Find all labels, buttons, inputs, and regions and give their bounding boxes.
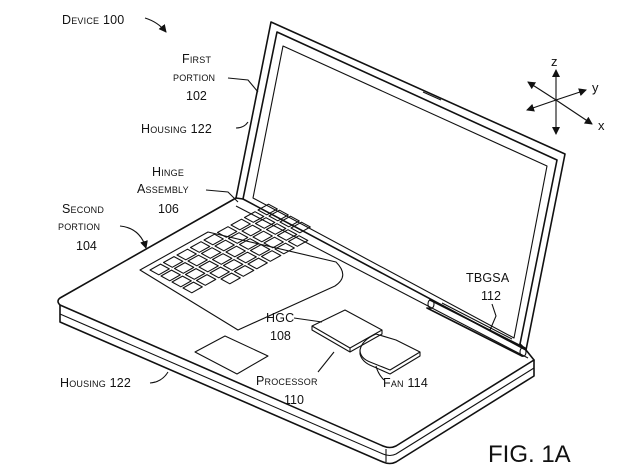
keyboard-key [214,239,235,252]
keyboard-key [171,275,192,288]
tbgsa-hinge [426,298,527,358]
keyboard-key [220,272,241,285]
axis-triad: z y x [526,54,605,135]
keyboard-key [216,226,238,238]
keyboard-key [238,238,260,250]
keyboard-key [257,203,278,216]
svg-text:Housing 122: Housing 122 [60,376,131,390]
svg-text:TBGSA: TBGSA [466,271,510,285]
axis-z-label: z [551,54,558,69]
figure-label: FIG. 1A [488,441,571,468]
svg-text:Hinge: Hinge [152,165,184,179]
keyboard-key [209,266,230,279]
keyboard-key [225,245,246,258]
svg-text:Housing 122: Housing 122 [141,122,212,136]
svg-text:Fan 114: Fan 114 [383,376,428,390]
keyboard-key [160,269,181,282]
keyboard-key [173,262,195,274]
laptop-base [57,197,535,465]
keyboard-key [247,257,268,270]
keyboard-key [279,215,300,228]
keyboard-key [249,244,271,256]
svg-text:102: 102 [186,89,207,103]
keyboard-key [265,223,287,235]
keyboard-key [184,268,206,280]
svg-text:portion: portion [58,219,100,233]
keyboard-key [263,236,284,249]
svg-text:110: 110 [284,393,304,407]
keyboard-key [254,217,276,229]
label-first-portion: First portion 102 [173,52,259,103]
svg-text:112: 112 [481,289,501,303]
keyboard-key [268,209,289,222]
keyboard-key [187,254,208,267]
keyboard-key [182,281,203,294]
label-tbgsa: TBGSA 112 [466,271,510,331]
axis-y-label: y [592,80,599,95]
keyboard-key [189,241,211,253]
keyboard-key [162,256,184,268]
keyboard-key [236,251,257,264]
fan-block [359,333,421,375]
svg-text:Assembly: Assembly [137,182,189,196]
keyboard-key [149,263,170,276]
label-housing-bottom: Housing 122 [60,371,169,390]
svg-text:portion: portion [173,70,215,84]
keyboard-key [287,235,309,247]
keyboard-key [233,265,255,277]
keyboard-key [241,224,262,237]
keyboard-key [211,253,233,265]
svg-text:HGC: HGC [266,311,294,325]
keyboard-key [243,211,265,223]
label-housing-top: Housing 122 [141,121,249,136]
keyboard-key [260,250,282,262]
svg-text:104: 104 [76,239,97,253]
svg-text:108: 108 [270,329,291,343]
label-processor: Processor 110 [256,351,335,407]
keyboard [139,203,344,331]
svg-text:106: 106 [158,202,179,216]
svg-text:Device 100: Device 100 [62,13,124,27]
trackpad [194,335,269,375]
label-device: Device 100 [62,13,167,33]
keyboard-key [252,230,273,243]
label-hgc: HGC 108 [266,311,323,343]
keyboard-key [200,247,222,259]
keyboard-key [195,274,217,286]
keyboard-key [227,232,249,244]
display-lid [235,21,566,351]
hgc-block [311,309,383,353]
keyboard-key [230,218,251,231]
svg-text:Second: Second [62,202,104,216]
label-second-portion: Second portion 104 [58,202,148,253]
axis-x-label: x [598,118,605,133]
keyboard-key [274,242,295,255]
keyboard-key [203,233,224,246]
keyboard-key [198,260,219,273]
label-hinge: Hinge Assembly 106 [137,165,239,216]
keyboard-key [176,248,197,261]
keyboard-key [276,229,298,241]
svg-text:Processor: Processor [256,374,318,388]
svg-text:First: First [182,52,211,66]
label-fan: Fan 114 [375,365,428,390]
keyboard-key [222,259,244,271]
keyboard-key [290,221,311,234]
